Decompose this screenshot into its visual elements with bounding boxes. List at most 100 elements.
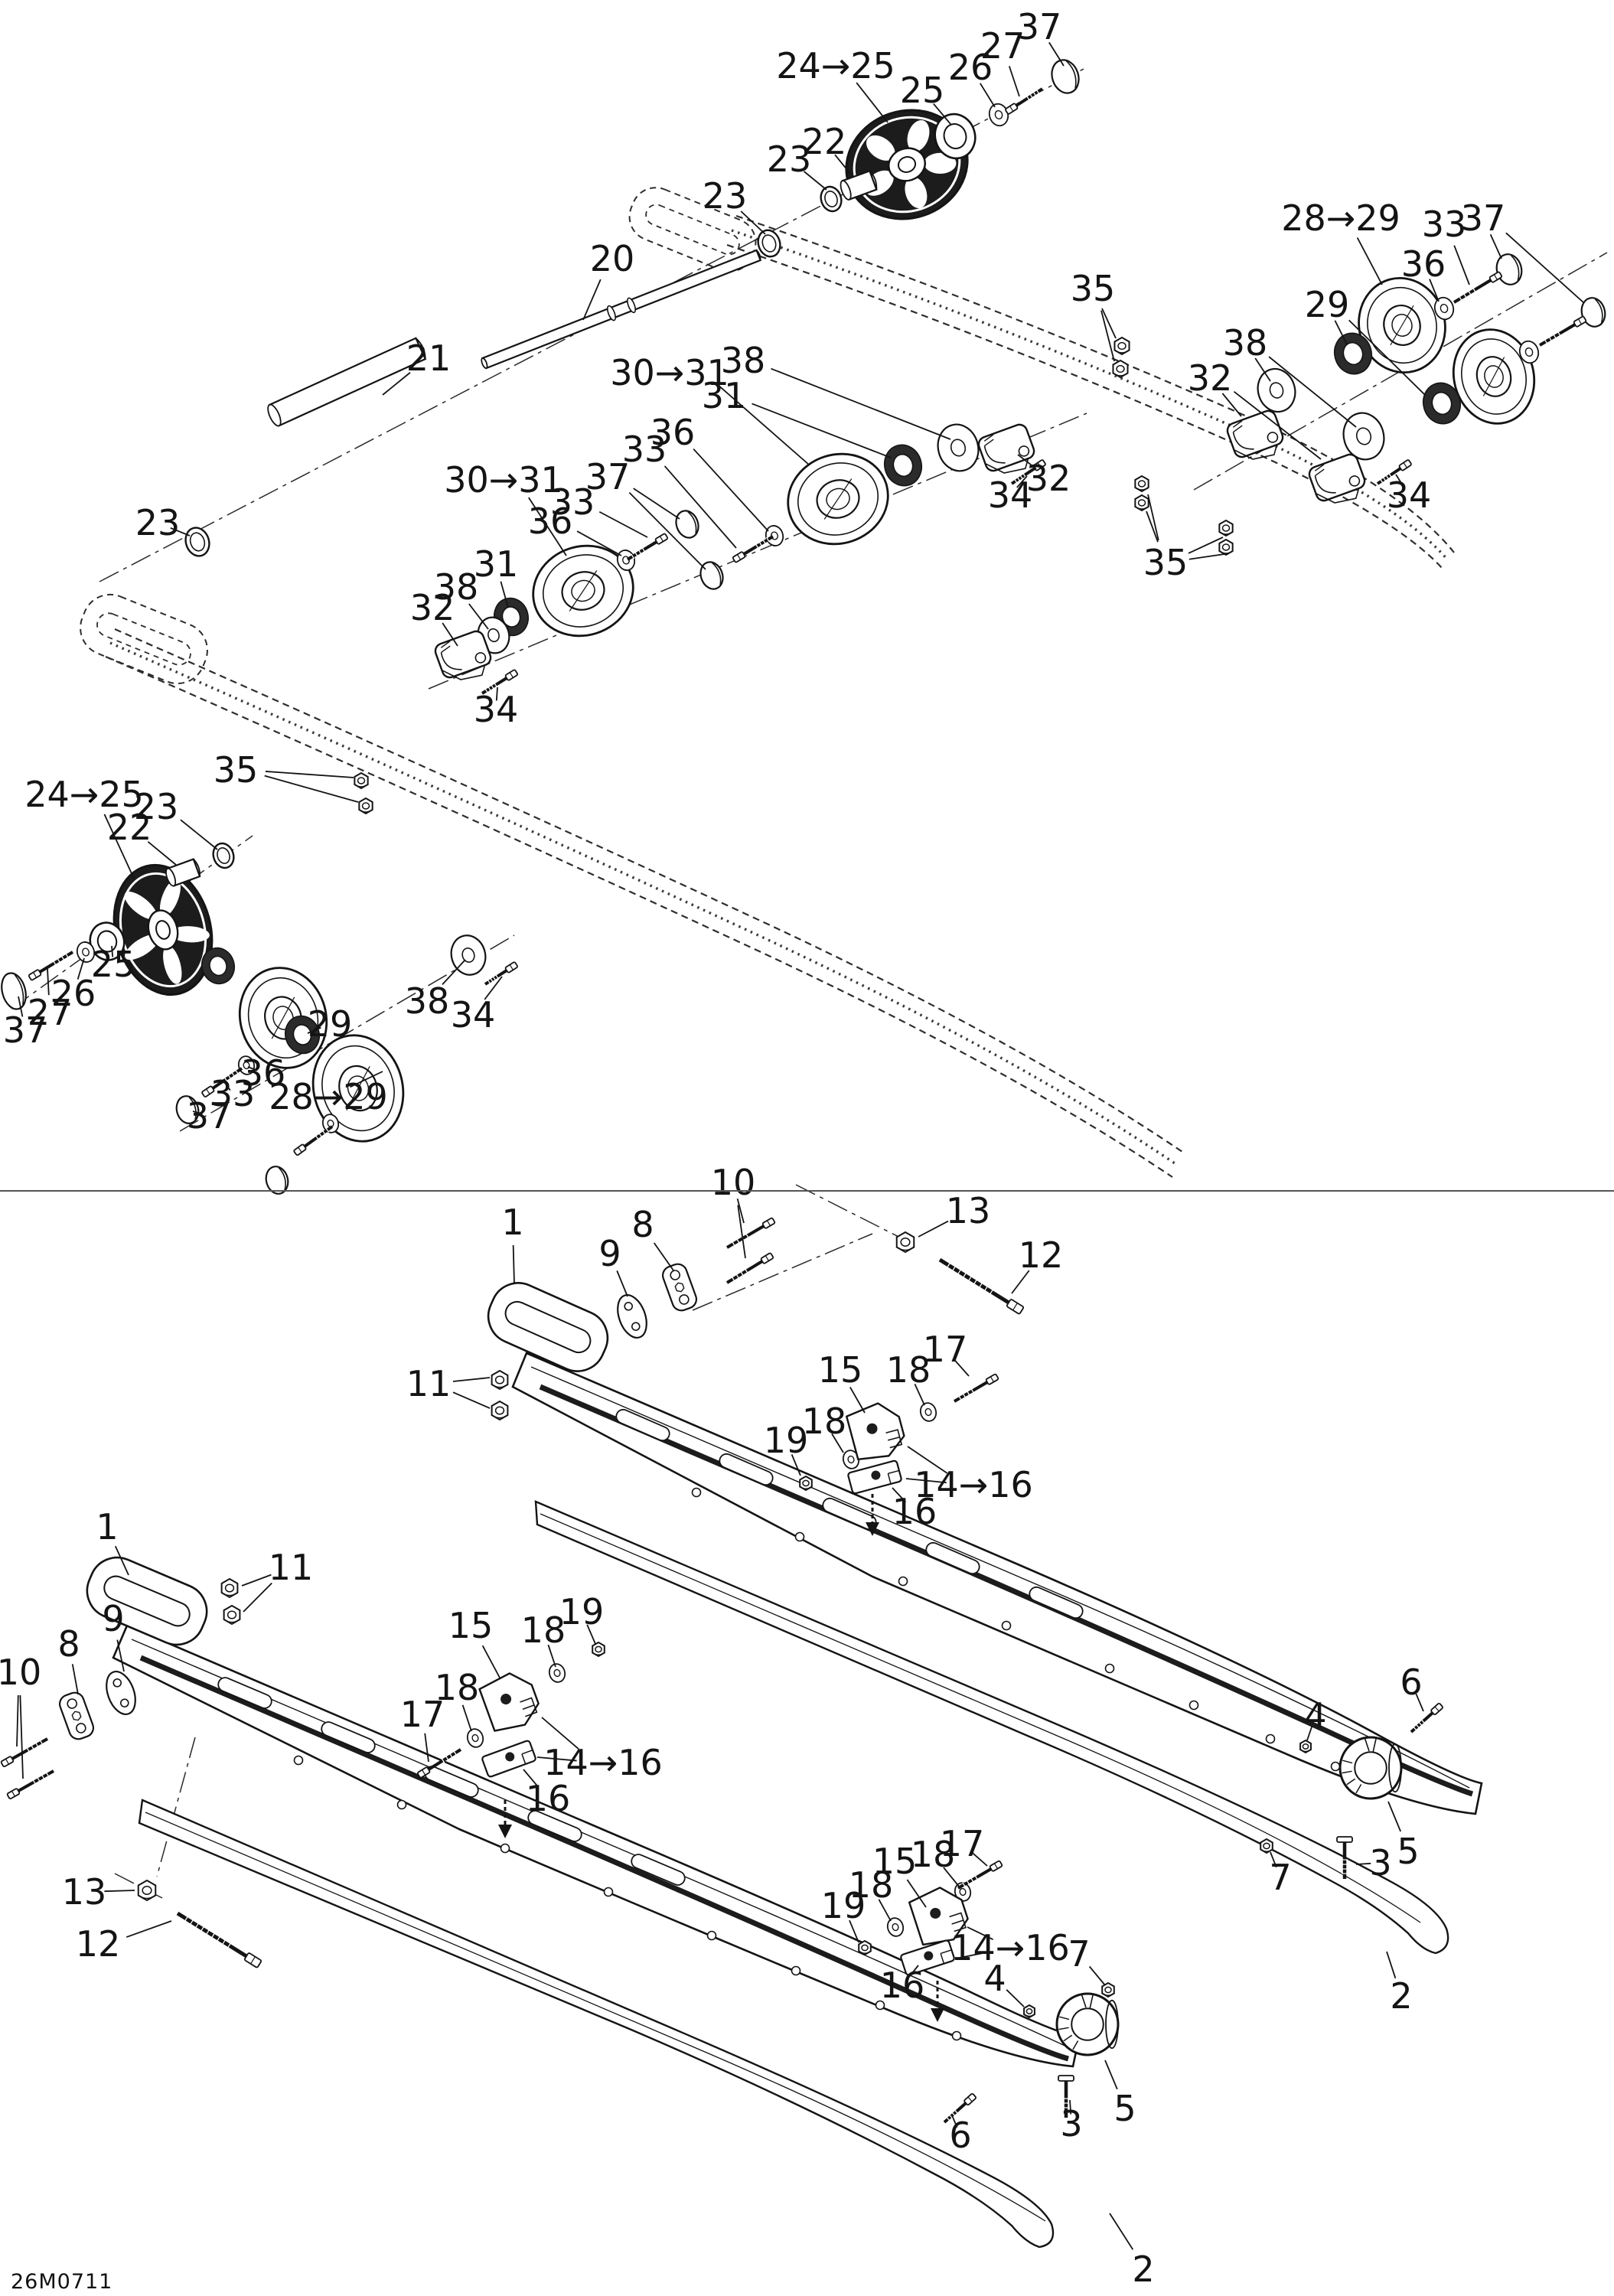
rail-hole	[1001, 1620, 1012, 1631]
callout-36: 36	[241, 1052, 286, 1094]
callout-36: 36	[650, 412, 696, 453]
leader-line	[243, 1582, 272, 1613]
wheel-support-bracket	[1226, 409, 1284, 460]
leader-line	[452, 1391, 491, 1409]
rail-slot	[615, 1408, 670, 1442]
long-bolt	[938, 1257, 1025, 1315]
end-cap	[265, 1166, 289, 1195]
hex-bolt	[725, 1217, 776, 1249]
leader-line	[442, 622, 458, 647]
leader-line	[1221, 393, 1242, 417]
slider-block	[846, 1402, 905, 1461]
callout-33: 33	[1422, 204, 1467, 245]
stopper-block	[847, 1459, 902, 1495]
leader-line	[752, 403, 892, 458]
stopper-block	[900, 1939, 955, 1976]
leader-line	[241, 1574, 272, 1587]
leader-line	[350, 1071, 383, 1088]
rail-slot	[719, 1453, 774, 1486]
end-cap	[1, 972, 27, 1010]
callout-38: 38	[434, 566, 479, 608]
leader-line	[1334, 320, 1348, 345]
leader-line	[481, 1645, 501, 1680]
callout-8: 8	[631, 1204, 654, 1245]
rail-slot	[527, 1810, 582, 1842]
hex-bolt	[1005, 87, 1044, 115]
leader-line	[664, 465, 737, 549]
wheel-spoke-hole	[124, 892, 157, 920]
leader-line	[1233, 390, 1322, 460]
leader-line	[831, 1433, 844, 1453]
callout-16: 16	[526, 1778, 571, 1819]
leader-line	[918, 1220, 949, 1238]
idler-wheel	[787, 452, 889, 546]
leader-line	[147, 841, 177, 866]
callout-18: 18	[849, 1864, 894, 1906]
callout-33: 33	[622, 429, 667, 470]
callout-15: 15	[872, 1841, 918, 1882]
callout-19: 19	[559, 1591, 605, 1632]
lock-nut	[220, 1577, 239, 1599]
callout-16: 16	[892, 1491, 937, 1532]
callout-3: 3	[1060, 2103, 1082, 2144]
hex-bolt	[943, 2092, 977, 2124]
washer	[919, 1402, 937, 1422]
spacer-tube	[267, 337, 427, 427]
leader-line	[103, 814, 135, 881]
callout-36: 36	[528, 501, 573, 542]
bearing-insert	[89, 921, 126, 961]
axis-line	[795, 1184, 911, 1244]
callout-35: 35	[214, 749, 259, 791]
callout-31: 31	[474, 543, 519, 585]
callout-28-to-29: 28→29	[1281, 197, 1400, 239]
rail-wear-strip	[139, 1655, 1069, 2062]
leader-line	[740, 210, 766, 235]
leader-line	[1270, 1851, 1277, 1868]
leader-line	[849, 1386, 866, 1414]
leader-line	[1386, 1951, 1397, 1979]
callout-17: 17	[940, 1823, 985, 1864]
rail-slot	[1029, 1586, 1084, 1619]
long-bolt	[176, 1911, 262, 1968]
leader-line	[1348, 319, 1426, 396]
callout-2: 2	[1390, 1975, 1412, 2017]
rail-hole	[1330, 1761, 1341, 1772]
axis-line	[156, 1737, 196, 1877]
stopper-block	[481, 1740, 536, 1778]
callout-15: 15	[818, 1349, 863, 1391]
o-ring	[757, 229, 781, 258]
leader-line	[452, 1377, 491, 1382]
callout-12: 12	[1019, 1234, 1064, 1276]
callout-1: 1	[501, 1202, 523, 1243]
washer	[988, 103, 1009, 127]
end-cap	[1580, 297, 1606, 328]
runner-line	[540, 1513, 1421, 1923]
callout-23: 23	[703, 175, 748, 217]
callout-10: 10	[711, 1162, 756, 1203]
bearing-insert	[934, 113, 977, 160]
leader-line	[1306, 1725, 1313, 1741]
direction-arrow	[931, 1981, 944, 2022]
o-ring	[212, 842, 235, 869]
runner	[138, 1799, 1055, 2249]
callout-30-to-31: 30→31	[610, 352, 729, 393]
leader-line	[943, 1867, 960, 1888]
callout-19: 19	[764, 1420, 809, 1461]
mount-bracket	[58, 1691, 95, 1740]
end-cap	[175, 1095, 200, 1124]
callout-12: 12	[76, 1923, 121, 1965]
callout-33: 33	[210, 1073, 256, 1114]
leader-line	[536, 1756, 577, 1762]
leader-line	[736, 1198, 745, 1224]
rail-hole	[396, 1799, 407, 1810]
callout-8: 8	[57, 1623, 80, 1665]
bearing-ring	[201, 947, 236, 985]
hex-bolt	[957, 1860, 1003, 1890]
rail-hole	[1104, 1663, 1115, 1674]
runner-line	[145, 1812, 1046, 2222]
callout-1: 1	[96, 1506, 118, 1548]
leader-line	[598, 510, 648, 538]
leader-line	[1008, 66, 1020, 97]
rail-hole	[1265, 1733, 1276, 1744]
